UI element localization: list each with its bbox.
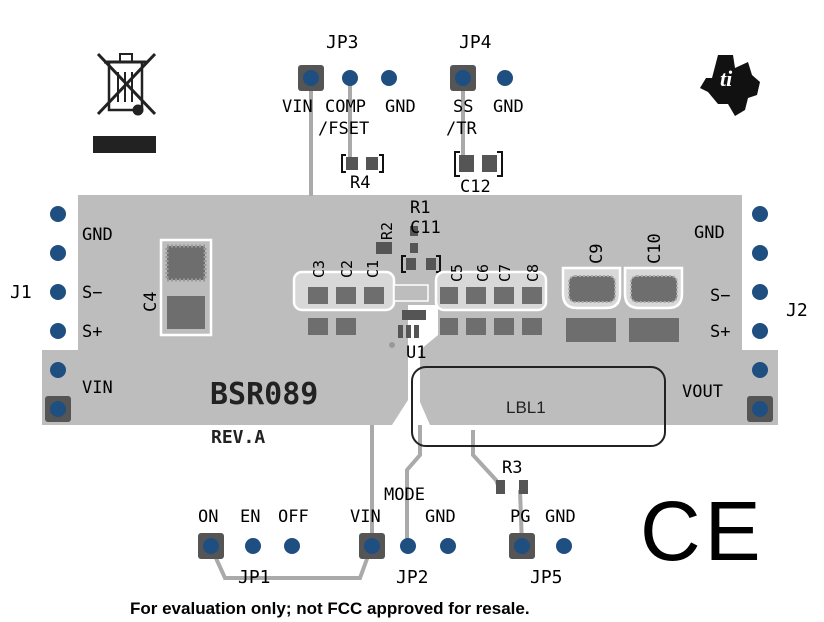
input-cap-pads: [308, 287, 384, 335]
jp1-via-2: [245, 538, 261, 554]
u1-label: U1: [406, 343, 426, 363]
c4-footprint: [159, 238, 213, 337]
ce-mark: CE: [640, 484, 765, 578]
jp3-pin-gnd: GND: [385, 97, 416, 117]
j1-via-6: [50, 401, 66, 417]
j2-pin-gnd: GND: [694, 223, 725, 243]
jp1-pin-on: ON: [198, 507, 218, 527]
jp1-via-3: [284, 538, 300, 554]
svg-text:ti: ti: [720, 66, 733, 91]
jp4-pin1-via: [455, 70, 471, 86]
r3-label: R3: [502, 458, 522, 478]
c9-label: C9: [587, 244, 607, 264]
texas-instruments-logo: ti: [700, 55, 760, 116]
board-title: BSR089: [210, 377, 318, 412]
vin-copper-plane: [42, 195, 408, 425]
j1-via-1: [50, 206, 66, 222]
j2-pin-vout: VOUT: [682, 382, 723, 402]
j2-via-1: [752, 206, 768, 222]
jp4-pin2-via: [497, 70, 513, 86]
r4-footprint: [341, 154, 384, 173]
jp1-via-1: [203, 538, 219, 554]
jp3-sub-fset: /FSET: [318, 119, 369, 139]
jp5-pin-gnd: GND: [545, 507, 576, 527]
c10-label: C10: [645, 233, 665, 264]
j2-via-3: [752, 284, 768, 300]
jp1-pin-en: EN: [240, 507, 260, 527]
jp1-pin-off: OFF: [278, 507, 309, 527]
jp4-pin-gnd: GND: [493, 97, 524, 117]
jp2-via-3: [440, 538, 456, 554]
j2-via-6: [752, 401, 768, 417]
c9-footprint: [561, 266, 622, 342]
weee-crossed-bin-icon: [93, 52, 157, 153]
jp4-sub-tr: /TR: [446, 119, 477, 139]
j1-pin-vin: VIN: [82, 378, 113, 398]
jp2-pin-vin: VIN: [350, 507, 381, 527]
output-cap-outline: [434, 270, 548, 312]
c11-label: C11: [410, 218, 441, 238]
r1-label: R1: [410, 198, 430, 218]
jp1-name: JP1: [238, 567, 271, 588]
c1-label: C1: [364, 260, 382, 278]
c7-label: C7: [496, 264, 514, 282]
r3-pad-1: [496, 480, 505, 494]
j1-via-2: [50, 245, 66, 261]
board-revision: REV.A: [211, 427, 265, 448]
jp3-name: JP3: [326, 32, 359, 53]
j2-via-4: [752, 323, 768, 339]
jp5-via-2: [556, 538, 572, 554]
c12-footprint: [454, 151, 503, 177]
c12-label: C12: [460, 177, 491, 197]
r3-pad-2: [519, 480, 528, 494]
jp2-via-2: [400, 538, 416, 554]
jp2-via-1: [364, 538, 380, 554]
jp4-name: JP4: [459, 32, 492, 53]
j1-via-5: [50, 362, 66, 378]
jp3-pin3-via: [381, 70, 397, 86]
c10-footprint: [623, 266, 684, 342]
jp4-pin-ss: SS: [453, 97, 473, 117]
j1-name: J1: [10, 282, 32, 303]
c5-label: C5: [448, 264, 466, 282]
jp5-via-1: [514, 538, 530, 554]
label-box-text: LBL1: [506, 398, 546, 417]
jp2-name: JP2: [396, 567, 429, 588]
jp3-pin1-via: [303, 70, 319, 86]
j2-via-5: [752, 362, 768, 378]
j2-via-2: [752, 245, 768, 261]
c4-label: C4: [141, 292, 161, 312]
jp3-pin2-via: [342, 70, 358, 86]
output-cap-pads: [440, 287, 542, 335]
c8-label: C8: [524, 264, 542, 282]
c3-label: C3: [310, 260, 328, 278]
r2-label: R2: [378, 222, 396, 240]
jp2-pin-gnd: GND: [425, 507, 456, 527]
j1-via-4: [50, 323, 66, 339]
j2-name: J2: [786, 300, 808, 321]
u1-area: [376, 226, 441, 348]
c2-label: C2: [338, 260, 356, 278]
r4-label: R4: [350, 173, 370, 193]
disclaimer-text: For evaluation only; not FCC approved fo…: [130, 599, 530, 618]
j1-pin-s-plus: S+: [82, 322, 102, 342]
jp5-name: JP5: [530, 567, 563, 588]
c6-label: C6: [474, 264, 492, 282]
jp3-pin-vin: VIN: [282, 97, 313, 117]
j1-via-3: [50, 284, 66, 300]
j1-pin-gnd: GND: [82, 225, 113, 245]
j2-pin-s-plus: S+: [710, 322, 730, 342]
jp3-pin-comp: COMP: [325, 97, 366, 117]
j2-pin-s-minus: S−: [710, 286, 730, 306]
jp5-pin-pg: PG: [510, 507, 530, 527]
j1-pin-s-minus: S−: [82, 283, 102, 303]
label-box: [411, 366, 666, 447]
jp2-title: MODE: [384, 485, 425, 505]
